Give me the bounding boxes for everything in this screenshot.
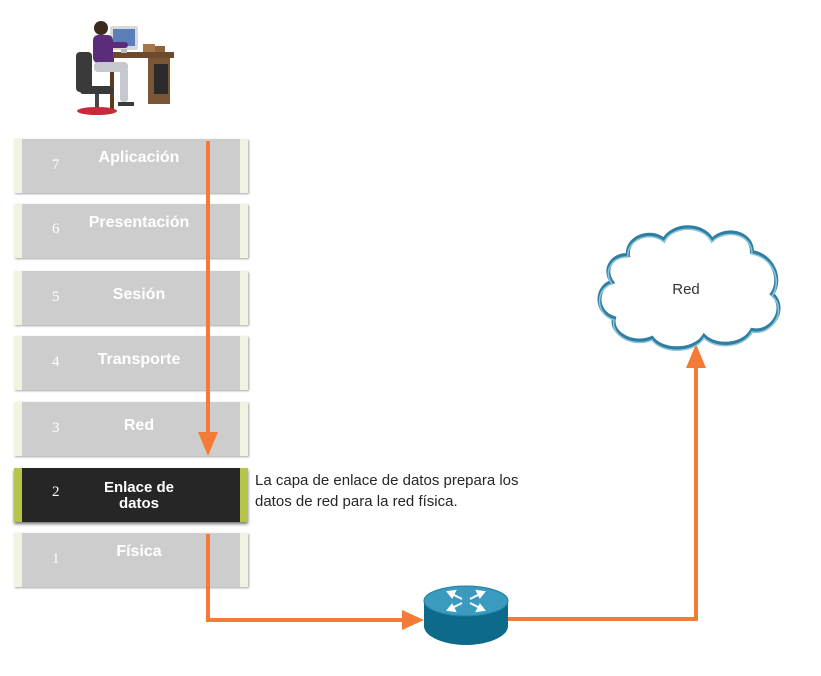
layer-number: 1 [52, 551, 60, 567]
description-line-2: datos de red para la red física. [255, 493, 458, 510]
router-to-cloud-arrow [506, 364, 698, 621]
layer-name: Red [123, 417, 155, 434]
layer-name-line-1: Enlace de [103, 479, 175, 496]
layer-number: 3 [52, 420, 60, 436]
layer-number: 7 [52, 157, 60, 173]
layer-name: Enlace de datos [62, 480, 216, 512]
layer-name-line-2: datos [118, 495, 159, 512]
network-cloud-label: Red [672, 281, 700, 298]
layer-number: 6 [52, 221, 60, 237]
data-link-description: La capa de enlace de datos prepara los d… [255, 470, 595, 512]
layer-name: Transporte [97, 351, 181, 368]
layer-number: 2 [52, 484, 60, 500]
computer-user-icon [76, 21, 174, 115]
layer-name: Presentación [88, 214, 190, 231]
layer-name: Aplicación [98, 149, 180, 166]
layer-name: Sesión [112, 286, 166, 303]
router-arrowhead [402, 610, 424, 630]
layer-number: 4 [52, 354, 60, 370]
description-line-1: La capa de enlace de datos prepara los [255, 472, 519, 489]
physical-to-router-arrow [206, 534, 408, 622]
layer-name: Física [116, 543, 162, 560]
downward-arrowhead [198, 432, 218, 456]
cloud-arrowhead [686, 344, 706, 368]
network-cloud-icon [597, 225, 781, 351]
layer-number: 5 [52, 289, 60, 305]
layer-2-data-link: 2 Enlace de datos [14, 468, 248, 522]
router-icon [423, 585, 509, 645]
